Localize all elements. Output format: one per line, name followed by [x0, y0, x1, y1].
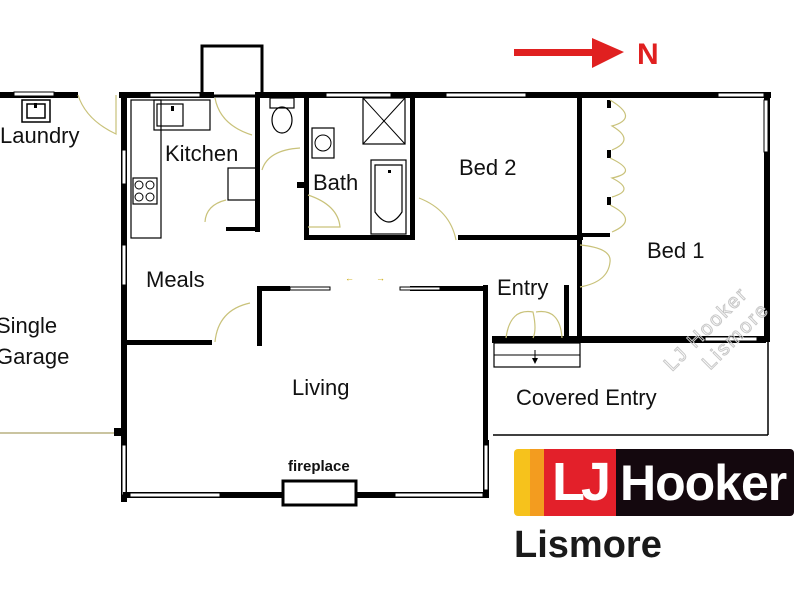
laundry-walls	[0, 91, 117, 135]
north-arrow-icon	[514, 38, 624, 68]
logo-stripe-yellow	[514, 449, 530, 516]
room-label-covered-entry: Covered Entry	[516, 385, 657, 410]
room-label-living: Living	[292, 375, 349, 400]
room-label-kitchen: Kitchen	[165, 141, 238, 166]
logo-stripe-red	[544, 449, 616, 516]
svg-text:→: →	[376, 273, 385, 283]
room-label-bed-1: Bed 1	[647, 238, 705, 263]
logo-stripe-black	[616, 449, 794, 516]
fireplace-label: fireplace	[288, 458, 350, 475]
logo-mark: LJ	[552, 452, 611, 512]
room-label-bath: Bath	[313, 170, 358, 195]
room-label-garage-line1: Single	[0, 313, 57, 338]
room-label-meals: Meals	[146, 267, 205, 292]
room-label-bed-2: Bed 2	[459, 155, 517, 180]
logo-office: Lismore	[514, 524, 662, 566]
room-label-garage-line2: Garage	[0, 344, 69, 369]
north-label: N	[637, 38, 659, 71]
svg-text:←: ←	[345, 273, 354, 283]
logo-brand: Hooker	[620, 455, 787, 511]
room-label-laundry: Laundry	[0, 123, 80, 148]
logo-stripe-orange	[530, 449, 544, 516]
room-label-entry: Entry	[497, 275, 548, 300]
walls: ← →	[0, 44, 771, 507]
agency-logo: LJ Hooker	[514, 449, 794, 516]
